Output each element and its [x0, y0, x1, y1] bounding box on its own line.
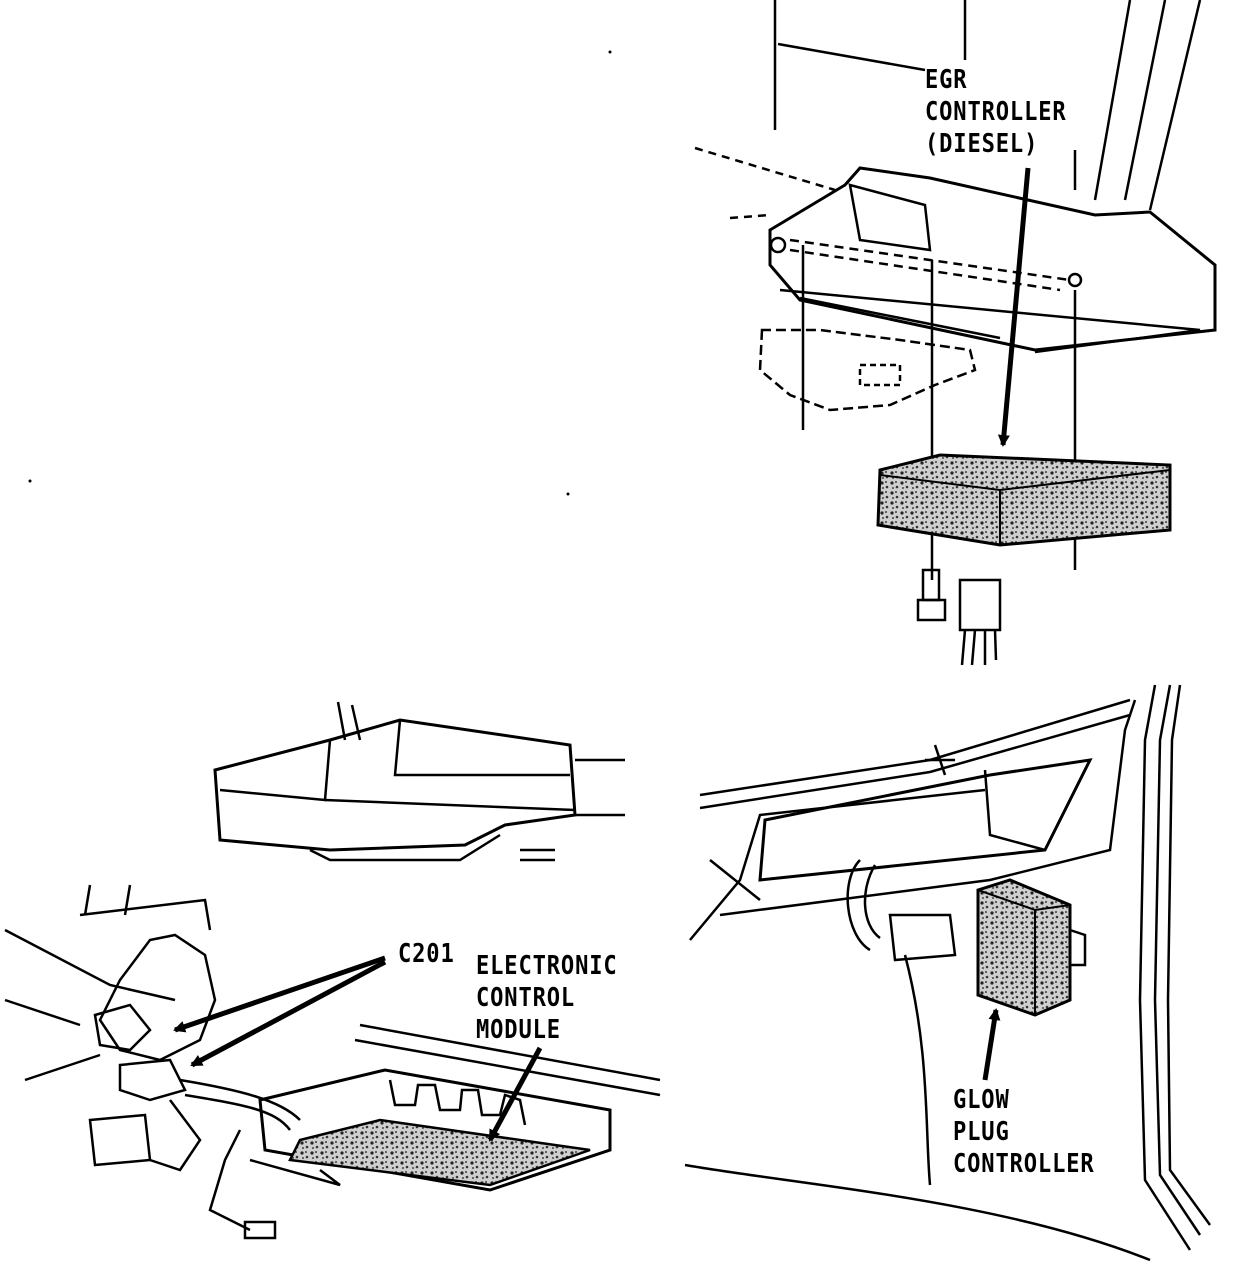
- egr-label-line-2: CONTROLLER: [925, 97, 1067, 127]
- egr-leader-arrow: [997, 167, 1031, 447]
- glow-plug-view: [684, 684, 1212, 1262]
- ecm-label-line-2: CONTROL: [476, 983, 576, 1013]
- ecm-label: ELECTRONIC CONTROL MODULE: [476, 950, 618, 1046]
- glow-plug-label-line-1: GLOW: [953, 1085, 1010, 1115]
- glow-plug-leader-arrow: [982, 1008, 1001, 1081]
- glow-plug-label-line-2: PLUG: [953, 1117, 1010, 1147]
- c201-leader-arrows: [173, 955, 387, 1068]
- egr-controller-view: [694, 0, 1217, 666]
- c201-label: C201: [398, 938, 455, 970]
- glow-plug-label-line-3: CONTROLLER: [953, 1149, 1095, 1179]
- ecm-label-line-1: ELECTRONIC: [476, 951, 618, 981]
- glow-plug-controller-module: [976, 878, 1087, 1017]
- ecm-label-line-3: MODULE: [476, 1015, 561, 1045]
- ecm-view: [4, 701, 661, 1240]
- ecm-module: [288, 1118, 591, 1187]
- c201-label-text: C201: [398, 939, 455, 969]
- glow-plug-label: GLOW PLUG CONTROLLER: [953, 1084, 1095, 1180]
- egr-label-line-1: EGR: [925, 65, 968, 95]
- egr-controller-label: EGR CONTROLLER (DIESEL): [925, 64, 1067, 160]
- egr-label-line-3: (DIESEL): [925, 129, 1039, 159]
- ecm-leader-arrow: [487, 1046, 543, 1142]
- egr-controller-module: [876, 453, 1172, 547]
